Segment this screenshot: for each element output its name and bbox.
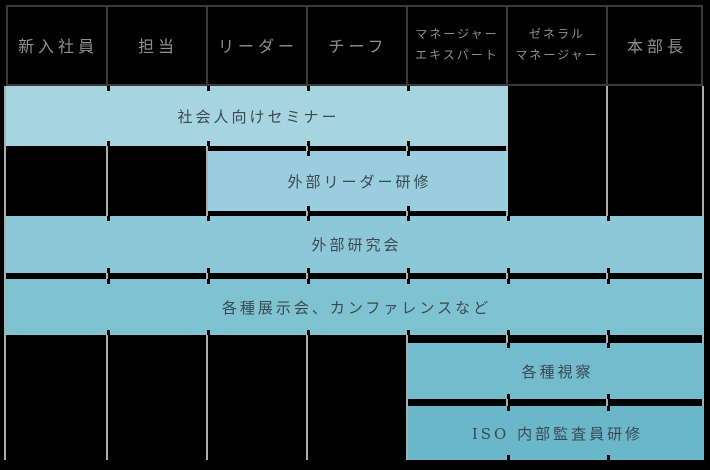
column-tick [607, 279, 610, 284]
header-label: 担当 [137, 37, 178, 56]
column-tick [507, 268, 510, 273]
column-tick [307, 279, 310, 284]
column-tick [507, 455, 510, 460]
column-tick [207, 86, 210, 91]
column-tick [607, 330, 610, 335]
column-tick [507, 330, 510, 335]
column-tick [407, 86, 410, 91]
program-bar-label: 外部リーダー研修 [287, 172, 432, 191]
column-tick [107, 330, 110, 335]
column-tick [307, 268, 310, 273]
header-grid-line [606, 5, 608, 85]
column-tick [407, 206, 410, 211]
header-grid-line [306, 5, 308, 85]
header-grid-line [506, 5, 508, 85]
column-tick [607, 455, 610, 460]
program-bar-label: 各種展示会、カンファレンスなど [221, 298, 492, 317]
program-bar-label: ISO 内部監査員研修 [471, 424, 644, 443]
column-tick [407, 279, 410, 284]
column-tick [107, 86, 110, 91]
column-tick [107, 268, 110, 273]
column-tick [207, 330, 210, 335]
program-bar-external-study-group: 外部研究会 [6, 216, 704, 273]
column-tick [507, 279, 510, 284]
column-tick [507, 216, 510, 221]
header-grid-line [6, 5, 8, 85]
column-grid-line [4, 86, 6, 460]
column-tick [407, 216, 410, 221]
column-grid-line [606, 86, 608, 460]
header-grid-line [206, 5, 208, 85]
column-tick [307, 216, 310, 221]
program-bar-exhibitions-conferences: 各種展示会、カンファレンスなど [6, 279, 704, 335]
column-tick [107, 141, 110, 146]
column-tick [507, 406, 510, 411]
header-label: 新入社員 [17, 37, 98, 56]
column-tick [107, 216, 110, 221]
column-tick [207, 216, 210, 221]
header-grid-line [406, 5, 408, 85]
column-tick [307, 151, 310, 156]
column-tick [407, 268, 410, 273]
header-grid-line [6, 5, 703, 7]
header-label-line2: エキスパート [415, 48, 499, 62]
header-grid-line [6, 84, 703, 86]
column-tick [607, 216, 610, 221]
program-bar-external-leader-training: 外部リーダー研修 [208, 151, 508, 211]
header-label: チーフ [328, 37, 388, 56]
header-col-staff: 担当 [106, 6, 206, 84]
column-tick [507, 394, 510, 399]
header-label-line2: マネージャー [515, 48, 599, 62]
header-label-line1: ゼネラル [528, 27, 585, 41]
column-grid-line [702, 86, 704, 460]
program-bar-label: 外部研究会 [311, 236, 402, 254]
column-tick [407, 151, 410, 156]
program-bar-label: 各種視察 [521, 362, 594, 381]
column-tick [207, 268, 210, 273]
column-grid-line [206, 86, 208, 460]
column-tick [207, 279, 210, 284]
header-grid-line [701, 5, 703, 85]
header-label: 本部長 [626, 37, 687, 56]
header-col-manager-expert: マネージャー エキスパート [406, 6, 506, 84]
header-col-chief: チーフ [306, 6, 406, 84]
column-tick [607, 406, 610, 411]
column-tick [507, 343, 510, 348]
program-bar-label: 社会人向けセミナー [177, 107, 340, 126]
header-col-new-employee: 新入社員 [6, 6, 106, 84]
column-tick [407, 141, 410, 146]
column-tick [307, 141, 310, 146]
header-label-line1: マネージャー [415, 27, 499, 41]
column-tick [307, 330, 310, 335]
column-tick [307, 206, 310, 211]
column-tick [207, 141, 210, 146]
header-col-division-head: 本部長 [606, 6, 704, 84]
column-tick [407, 330, 410, 335]
program-bar-inspection-tours: 各種視察 [408, 343, 704, 399]
column-tick [607, 268, 610, 273]
header-label: リーダー [217, 37, 298, 56]
column-tick [107, 279, 110, 284]
program-bar-iso-internal-auditor-training: ISO 内部監査員研修 [408, 406, 704, 460]
column-grid-line [406, 86, 408, 460]
column-tick [307, 86, 310, 91]
column-tick [607, 394, 610, 399]
column-tick [607, 343, 610, 348]
header-grid-line [106, 5, 108, 85]
column-grid-line [506, 86, 508, 460]
program-bar-social-seminar: 社会人向けセミナー [6, 86, 508, 146]
column-grid-line [106, 86, 108, 460]
column-grid-line [306, 86, 308, 460]
header-col-leader: リーダー [206, 6, 306, 84]
header-col-general-manager: ゼネラル マネージャー [506, 6, 606, 84]
